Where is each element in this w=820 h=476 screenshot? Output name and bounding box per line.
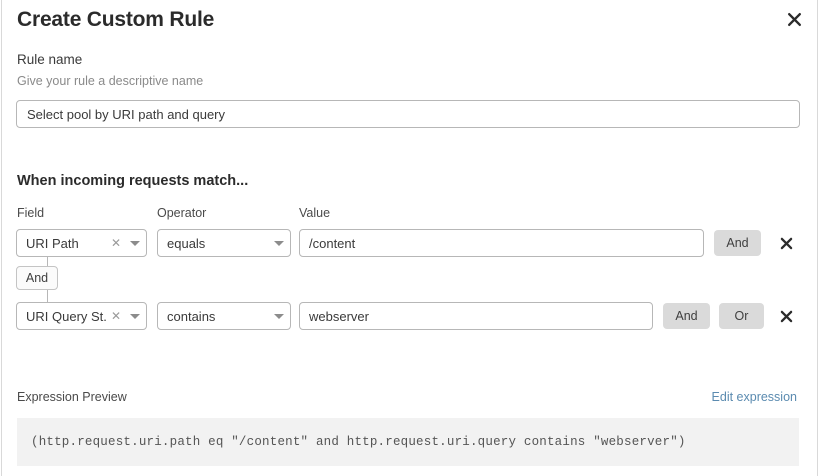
field-select[interactable]: URI Path ✕ — [16, 229, 147, 257]
column-header-operator: Operator — [157, 206, 207, 220]
delete-condition-button[interactable] — [773, 229, 799, 257]
connector-and-chip[interactable]: And — [16, 266, 58, 290]
rule-name-input[interactable] — [16, 100, 800, 128]
close-icon — [780, 310, 792, 322]
edit-expression-link[interactable]: Edit expression — [711, 390, 797, 404]
clear-icon[interactable]: ✕ — [110, 309, 122, 323]
connector-line-top — [47, 257, 48, 267]
expression-code-block: (http.request.uri.path eq "/content" and… — [17, 418, 799, 466]
field-select-value: URI Query St... — [26, 308, 108, 324]
close-icon — [780, 237, 792, 249]
or-button[interactable]: Or — [719, 303, 764, 329]
value-input[interactable] — [299, 229, 704, 257]
condition-row: URI Path ✕ equals And — [2, 229, 819, 257]
value-input[interactable] — [299, 302, 653, 330]
logic-connector: And — [16, 257, 136, 303]
expression-code-text: (http.request.uri.path eq "/content" and… — [31, 435, 686, 449]
column-header-field: Field — [17, 206, 45, 220]
column-header-value: Value — [299, 206, 331, 220]
chevron-down-icon[interactable] — [268, 240, 290, 246]
operator-select-value: contains — [167, 308, 216, 324]
close-icon-glyph — [787, 12, 801, 26]
field-select-value: URI Path — [26, 235, 79, 251]
operator-select[interactable]: contains — [157, 302, 291, 330]
condition-row: URI Query St... ✕ contains And Or — [2, 302, 819, 330]
delete-condition-button[interactable] — [773, 302, 799, 330]
page-title: Create Custom Rule — [17, 8, 215, 31]
rule-name-label: Rule name — [17, 52, 83, 67]
field-select[interactable]: URI Query St... ✕ — [16, 302, 147, 330]
connector-line-bottom — [47, 290, 48, 302]
operator-select[interactable]: equals — [157, 229, 291, 257]
match-conditions-heading: When incoming requests match... — [17, 173, 249, 189]
chevron-down-icon[interactable] — [268, 313, 290, 319]
chevron-down-icon[interactable] — [124, 240, 146, 246]
expression-preview-label: Expression Preview — [17, 390, 127, 404]
operator-select-value: equals — [167, 235, 206, 251]
and-button[interactable]: And — [714, 230, 761, 256]
close-icon[interactable] — [781, 6, 807, 32]
and-button[interactable]: And — [663, 303, 710, 329]
chevron-down-icon[interactable] — [124, 313, 146, 319]
clear-icon[interactable]: ✕ — [110, 236, 122, 250]
rule-name-help-text: Give your rule a descriptive name — [17, 74, 204, 88]
